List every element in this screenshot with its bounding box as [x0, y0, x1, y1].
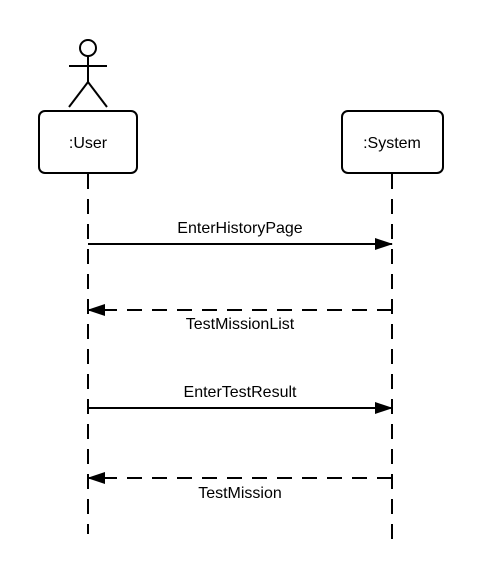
participant-user: :User	[38, 110, 138, 174]
participant-system-label: :System	[363, 135, 421, 152]
message-test-mission-list: TestMissionList	[87, 304, 392, 333]
message-label: TestMissionList	[186, 316, 295, 333]
message-label: EnterHistoryPage	[177, 220, 302, 237]
message-enter-test-result: EnterTestResult	[88, 384, 393, 414]
message-enter-history-page: EnterHistoryPage	[88, 220, 393, 250]
participant-system: :System	[341, 110, 444, 174]
participant-user-label: :User	[69, 135, 108, 152]
message-label: TestMission	[198, 485, 282, 502]
message-label: EnterTestResult	[184, 384, 297, 401]
actor-icon	[68, 39, 108, 108]
message-test-mission: TestMission	[87, 472, 392, 502]
